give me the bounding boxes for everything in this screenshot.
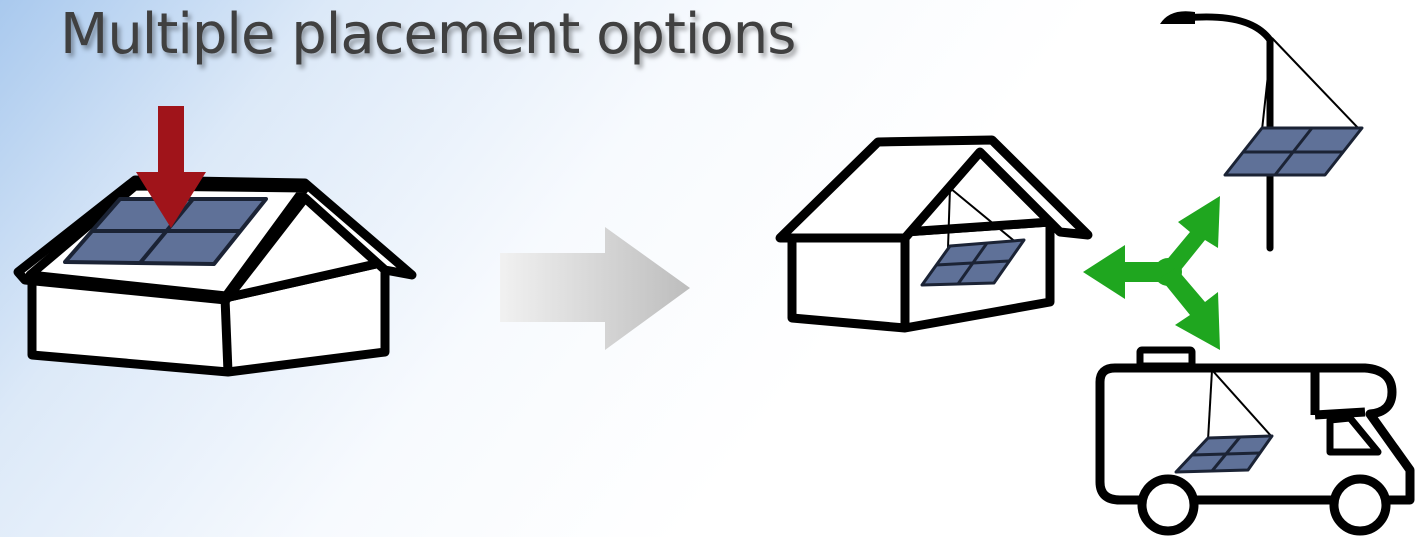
right-arrow-icon — [500, 227, 690, 350]
camper-wheel-front — [1142, 479, 1194, 531]
camper-van-panel-icon — [1100, 350, 1410, 531]
three-way-arrow-icon — [1083, 196, 1220, 350]
streetlight-solar-panel — [1225, 128, 1362, 175]
camper-wheel-rear — [1334, 479, 1386, 531]
streetlight-panel-icon — [1160, 11, 1362, 248]
house-rooftop-panel-icon — [18, 106, 412, 372]
house-hanging-panel-icon — [780, 140, 1088, 328]
